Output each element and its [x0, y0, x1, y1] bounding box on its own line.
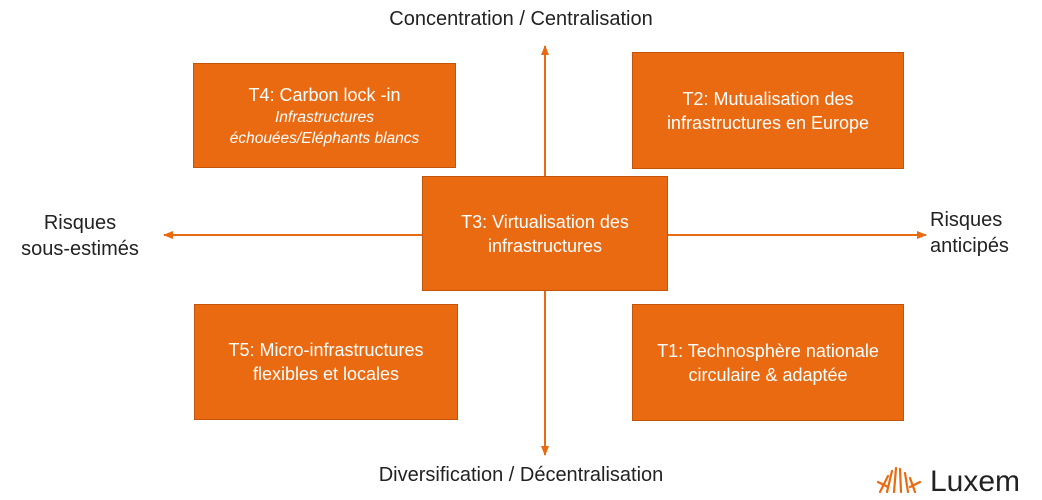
- scenario-box-t5: T5: Micro-infrastructures flexibles et l…: [194, 304, 458, 420]
- scenario-t3-title: T3: Virtualisation des infrastructures: [461, 211, 629, 256]
- scenario-box-t2: T2: Mutualisation des infrastructures en…: [632, 52, 904, 169]
- axis-label-right: Risques anticipés: [930, 207, 1042, 259]
- scenario-t5-title: T5: Micro-infrastructures flexibles et l…: [228, 340, 424, 384]
- axis-label-right-line1: Risques: [930, 209, 1003, 231]
- axis-label-left-line1: Risques: [43, 212, 117, 234]
- scenario-t4-title: T4: Carbon lock -in: [248, 84, 401, 105]
- scenario-t2-title: T2: Mutualisation des infrastructures en…: [666, 88, 870, 133]
- axis-label-left-line2: sous-estimés: [21, 238, 139, 260]
- scenario-box-t3: T3: Virtualisation des infrastructures: [422, 176, 668, 291]
- luxembourg-logo-icon: [876, 466, 922, 493]
- axis-label-left: Risques sous-estimés: [0, 210, 160, 262]
- scenario-t4-subtitle: Infrastructures échouées/Eléphants blanc…: [229, 108, 420, 147]
- scenario-box-t1: T1: Technosphère nationale circulaire & …: [632, 304, 904, 421]
- axis-label-bottom: Diversification / Décentralisation: [378, 464, 664, 486]
- logo-text: Luxem: [930, 465, 1021, 498]
- scenario-box-t4: T4: Carbon lock -in Infrastructures écho…: [193, 63, 456, 168]
- axis-label-top: Concentration / Centralisation: [389, 8, 653, 30]
- axis-label-right-line2: anticipés: [930, 235, 1009, 257]
- scenario-t1-title: T1: Technosphère nationale circulaire & …: [657, 340, 879, 385]
